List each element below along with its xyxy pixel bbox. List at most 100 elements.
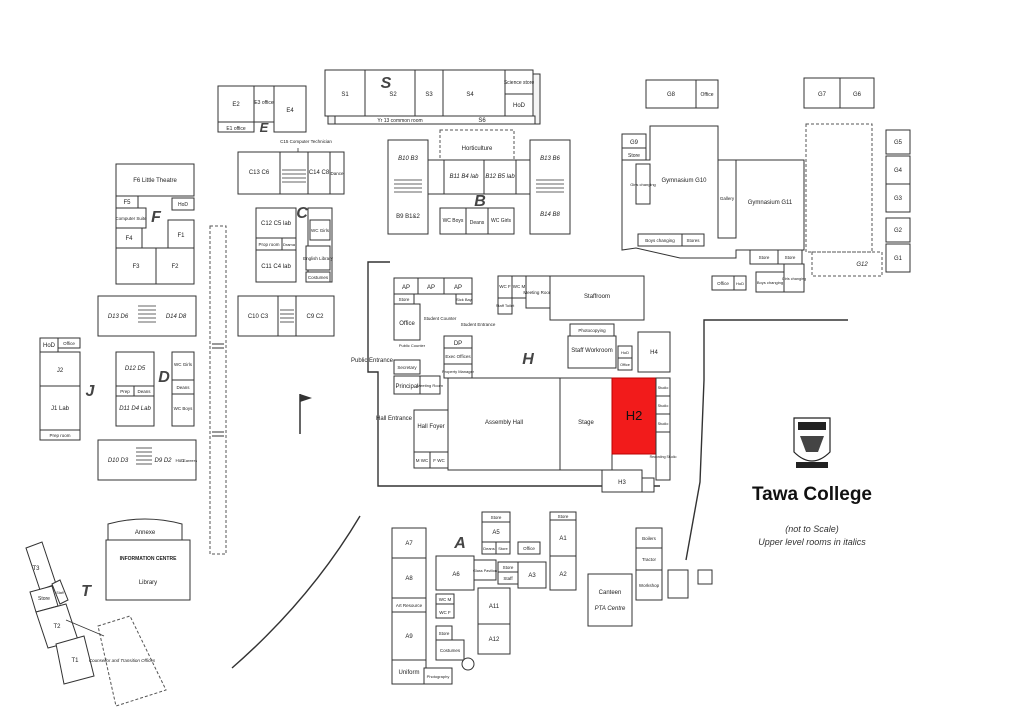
room-staff-t[interactable] [51,579,69,605]
label-g1: G1 [894,256,903,262]
room-g6[interactable] [839,77,875,109]
label-a12: A12 [489,637,500,643]
room-c13[interactable] [237,151,281,195]
label-drama-c: Drama [283,242,296,247]
room-staff-workroom[interactable] [567,335,617,369]
room-f3[interactable] [115,247,157,285]
label-pta-centre: PTA Centre [595,606,626,612]
label-assembly-hall: Assembly Hall [485,420,523,426]
room-a7[interactable] [391,527,427,559]
label-wc-m-hall: M WC [416,458,429,463]
room-t1[interactable] [55,635,95,685]
room-recording-studio[interactable] [655,431,671,481]
room-d11[interactable] [115,395,155,427]
room-c10[interactable] [237,295,279,337]
room-secretary[interactable] [393,359,421,375]
room-costumes-c[interactable] [305,271,331,283]
room-c11[interactable] [255,249,297,283]
room-hall-foyer[interactable] [413,409,449,453]
room-girls-changing[interactable] [635,163,651,205]
room-english-lib[interactable] [305,245,331,271]
label-ap1: AP [402,285,410,291]
label-prop-c: Prop room [258,242,279,247]
room-dance[interactable] [329,151,345,195]
room-a11[interactable] [477,587,511,625]
room-g3[interactable] [885,183,911,213]
room-wc-girls-b[interactable] [487,207,515,235]
room-office-a[interactable] [517,541,541,555]
room-s2[interactable] [364,69,416,117]
room-yr13-common[interactable] [334,115,536,125]
room-wc-boys-b[interactable] [439,207,467,235]
room-office-h2[interactable] [617,357,633,371]
label-e3: E3 office [254,100,274,106]
gymnasium-complex [621,125,805,259]
room-office-g[interactable] [695,79,719,109]
room-g7[interactable] [803,77,841,109]
room-b12[interactable] [483,159,517,195]
room-library[interactable] [105,539,191,601]
room-uniform[interactable] [391,659,427,685]
room-stage[interactable] [559,377,613,471]
room-wc-f-a[interactable] [435,603,455,619]
room-g2[interactable] [885,217,911,243]
room-a6[interactable] [435,555,475,591]
room-wc-boys-d[interactable] [171,393,195,427]
room-t3[interactable] [25,541,57,591]
road-east [685,319,848,561]
label-meeting-h: Meeting Room [417,383,444,388]
room-g1[interactable] [885,243,911,273]
room-photography[interactable] [423,667,453,685]
room-hod-g[interactable] [733,275,747,291]
room-annexe[interactable] [107,518,183,541]
room-a1[interactable] [549,519,577,557]
room-girls-changing-g2[interactable] [783,263,805,293]
room-a9[interactable] [391,611,427,661]
room-prep-j[interactable] [39,429,81,441]
room-workshop[interactable] [635,569,663,601]
block-b: Horticulture B10 B3 B9 B1&2 B11 B4 lab B… [387,129,571,235]
label-library: Library [139,580,157,586]
room-f2[interactable] [155,247,195,285]
room-h4[interactable] [637,331,671,373]
room-sick-bay[interactable] [455,293,473,305]
room-hod-f[interactable] [171,197,195,211]
label-studio3: Studio [658,422,669,426]
room-meeting-h[interactable] [419,375,441,395]
room-f1[interactable] [167,219,195,249]
room-office-j[interactable] [57,337,81,349]
label-d10: D10 D3 [108,458,129,464]
room-e1[interactable] [217,121,255,133]
room-staffroom[interactable] [549,275,645,321]
room-gallery[interactable] [717,159,737,239]
room-c9[interactable] [295,295,335,337]
room-glass-pavilion[interactable] [473,559,497,581]
room-g8[interactable] [645,79,697,109]
room-s4[interactable] [442,69,506,117]
label-english-lib: English Library [303,256,334,261]
room-office-h[interactable] [393,303,421,341]
label-deans-a: Deans [483,546,495,551]
room-store-a3[interactable] [495,541,511,555]
room-staff-toilet[interactable] [497,297,513,315]
room-j1[interactable] [39,385,81,431]
room-canteen[interactable] [587,573,633,627]
shed-2 [697,569,713,585]
label-office-h: Office [399,321,415,327]
label-t3: T3 [32,566,40,572]
room-a3[interactable] [517,561,547,589]
room-costumes-a[interactable] [435,639,465,661]
room-g5[interactable] [885,129,911,155]
label-yr13: Yr 13 common room [377,118,422,124]
label-f3: F3 [132,264,140,270]
room-e4[interactable] [273,85,307,133]
room-a12[interactable] [477,623,511,655]
room-wc-girls-c[interactable] [309,219,331,241]
room-a2[interactable] [549,555,577,591]
room-s1[interactable] [324,69,366,117]
label-f6: F6 Little Theatre [133,178,177,184]
room-b11[interactable] [443,159,485,195]
room-f6[interactable] [115,163,195,197]
room-stores-g[interactable] [681,233,705,247]
room-assembly-hall[interactable] [447,377,561,471]
